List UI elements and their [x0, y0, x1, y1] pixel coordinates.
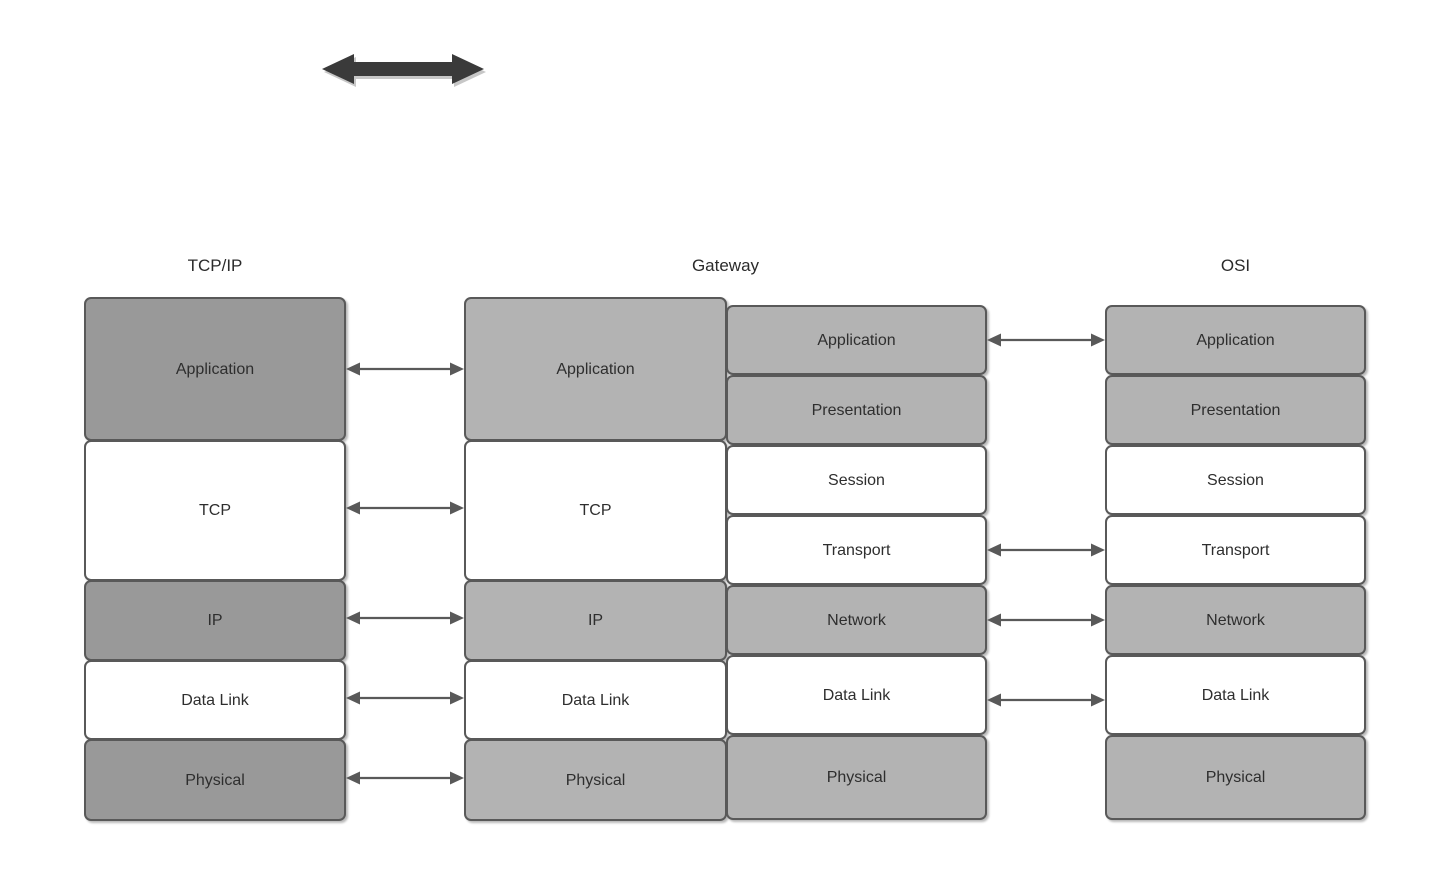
gateway-left-layer-physical: Physical [464, 739, 727, 821]
tcpip-layer-data-link: Data Link [84, 660, 346, 740]
gateway-right-layer-session: Session [726, 445, 987, 515]
connector-gateway-osi-network [987, 609, 1105, 631]
connector-gateway-osi-application [987, 329, 1105, 351]
gateway-left-layer-ip: IP [464, 580, 727, 661]
gateway-right-layer-transport: Transport [726, 515, 987, 585]
osi-layer-application: Application [1105, 305, 1366, 375]
column-title-tcpip: TCP/IP [187, 256, 243, 275]
connector-tcpip-gateway-application [346, 358, 464, 380]
osi-layer-network: Network [1105, 585, 1366, 655]
gateway-left-layer-data-link: Data Link [464, 660, 727, 740]
osi-layer-session: Session [1105, 445, 1366, 515]
connector-gateway-osi-data-link [987, 689, 1105, 711]
osi-layer-data-link: Data Link [1105, 655, 1366, 735]
tcpip-layer-ip: IP [84, 580, 346, 661]
tcpip-layer-tcp: TCP [84, 440, 346, 581]
connector-tcpip-gateway-physical [346, 767, 464, 789]
gateway-right-layer-presentation: Presentation [726, 375, 987, 445]
gateway-right-layer-application: Application [726, 305, 987, 375]
double-headed-arrow-icon [320, 48, 490, 96]
osi-layer-physical: Physical [1105, 735, 1366, 820]
connector-tcpip-gateway-data-link [346, 687, 464, 709]
gateway-right-layer-network: Network [726, 585, 987, 655]
tcpip-layer-physical: Physical [84, 739, 346, 821]
gateway-left-layer-application: Application [464, 297, 727, 441]
gateway-right-layer-data-link: Data Link [726, 655, 987, 735]
gateway-right-layer-physical: Physical [726, 735, 987, 820]
column-title-osi: OSI [1220, 256, 1251, 275]
connector-tcpip-gateway-tcp [346, 497, 464, 519]
connector-tcpip-gateway-ip [346, 607, 464, 629]
tcpip-layer-application: Application [84, 297, 346, 441]
column-title-gateway: Gateway [691, 256, 760, 275]
gateway-left-layer-tcp: TCP [464, 440, 727, 581]
connector-gateway-osi-transport [987, 539, 1105, 561]
osi-layer-transport: Transport [1105, 515, 1366, 585]
osi-layer-presentation: Presentation [1105, 375, 1366, 445]
